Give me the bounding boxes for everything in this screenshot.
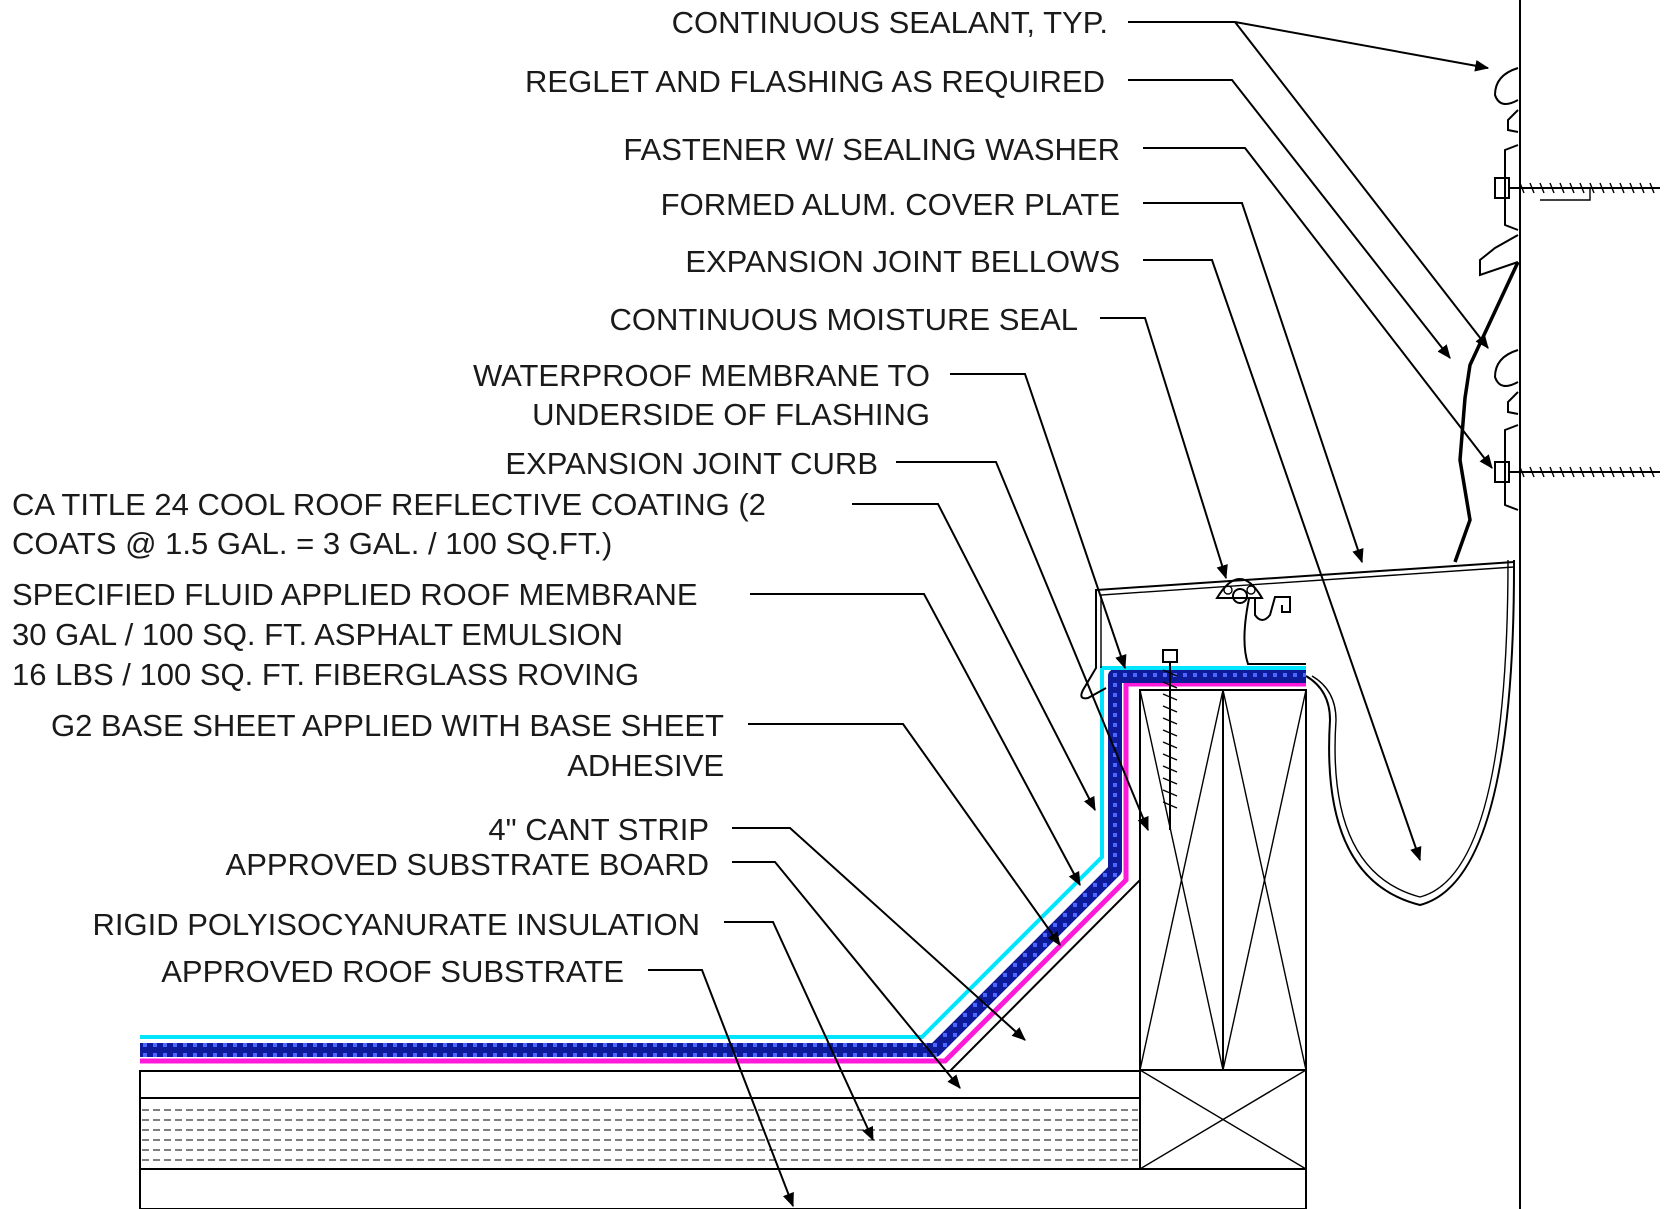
leader-curb [896, 461, 1149, 832]
leader-fastener [1143, 147, 1493, 469]
bellows-mount [1243, 593, 1306, 665]
label-fluid-membrane-2: 30 GAL / 100 SQ. FT. ASPHALT EMULSION [12, 617, 623, 652]
cant-strip [947, 877, 1141, 1072]
wall-fasteners [1494, 177, 1660, 483]
label-base-sheet-1: G2 BASE SHEET APPLIED WITH BASE SHEET [51, 708, 724, 743]
label-fluid-membrane-1: SPECIFIED FLUID APPLIED ROOF MEMBRANE [12, 577, 698, 612]
roof-substrate [139, 1168, 1307, 1209]
leader-waterproof-membrane [950, 373, 1127, 670]
leader-insulation [724, 921, 874, 1142]
leader-cant-strip [732, 827, 1026, 1041]
label-cant-strip: 4" CANT STRIP [488, 812, 709, 847]
callout-labels: CONTINUOUS SEALANT, TYP. REGLET AND FLAS… [12, 5, 1120, 989]
label-insulation: RIGID POLYISOCYANURATE INSULATION [93, 907, 700, 942]
leader-cool-roof [852, 503, 1096, 812]
fluid-applied-membrane [140, 669, 1306, 1057]
label-cool-roof-1: CA TITLE 24 COOL ROOF REFLECTIVE COATING… [12, 487, 766, 522]
label-reglet-flashing: REGLET AND FLASHING AS REQUIRED [525, 64, 1105, 99]
curb-fastener [1162, 649, 1178, 830]
label-moisture-seal: CONTINUOUS MOISTURE SEAL [610, 302, 1079, 337]
leader-moisture-seal [1100, 317, 1228, 580]
expansion-joint-curb [1139, 689, 1307, 1170]
leader-lines [648, 21, 1493, 1208]
leader-bellows [1143, 259, 1422, 862]
leader-roof-substrate [648, 969, 794, 1208]
leader-continuous-sealant [1128, 21, 1490, 72]
expansion-joint-bellows [1305, 559, 1516, 907]
substrate-board [139, 1070, 1141, 1099]
rigid-insulation [139, 1097, 1141, 1170]
label-roof-substrate: APPROVED ROOF SUBSTRATE [161, 954, 624, 989]
label-curb: EXPANSION JOINT CURB [505, 446, 878, 481]
label-base-sheet-2: ADHESIVE [567, 748, 724, 783]
label-bellows: EXPANSION JOINT BELLOWS [685, 244, 1120, 279]
leader-substrate-board [732, 861, 961, 1089]
leader-cover-plate [1143, 202, 1364, 564]
label-waterproof-membrane-2: UNDERSIDE OF FLASHING [532, 397, 930, 432]
leader-continuous-sealant-2 [1234, 21, 1489, 349]
leader-reglet-flashing [1128, 79, 1451, 359]
label-cool-roof-2: COATS @ 1.5 GAL. = 3 GAL. / 100 SQ.FT.) [12, 526, 612, 561]
label-substrate-board: APPROVED SUBSTRATE BOARD [226, 847, 709, 882]
label-fastener: FASTENER W/ SEALING WASHER [623, 132, 1120, 167]
reglet-flashing [1453, 67, 1520, 563]
label-continuous-sealant: CONTINUOUS SEALANT, TYP. [672, 5, 1108, 40]
base-sheet [140, 681, 1306, 1064]
leader-fluid-membrane [750, 593, 1081, 887]
label-fluid-membrane-3: 16 LBS / 100 SQ. FT. FIBERGLASS ROVING [12, 657, 639, 692]
label-cover-plate: FORMED ALUM. COVER PLATE [661, 187, 1120, 222]
leader-base-sheet [748, 723, 1061, 946]
label-waterproof-membrane-1: WATERPROOF MEMBRANE TO [473, 358, 930, 393]
